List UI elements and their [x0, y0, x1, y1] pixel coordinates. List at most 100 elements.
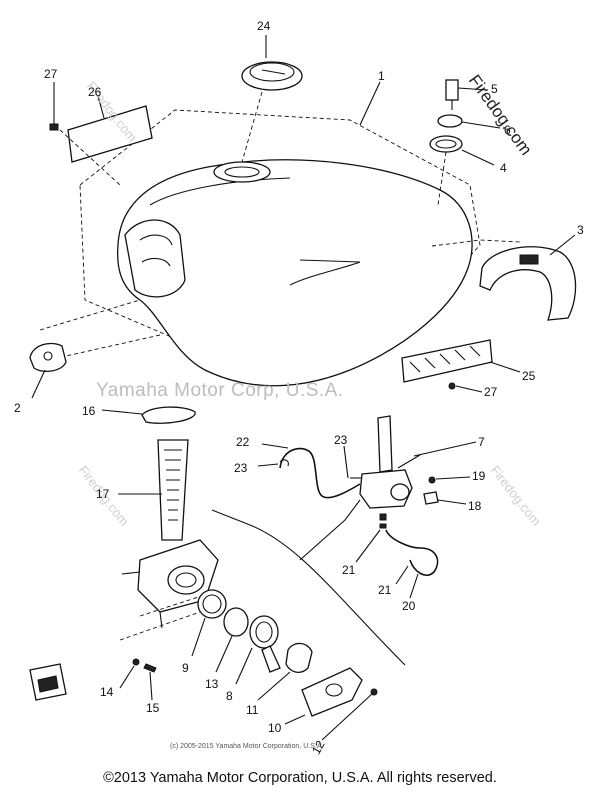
watermark-brand-side: Firedog.com	[465, 71, 536, 159]
leader-4	[461, 149, 495, 166]
gasket-part-11	[285, 642, 313, 674]
leader-3	[549, 234, 576, 256]
callout-17: 17	[96, 487, 110, 501]
callout-21a: 21	[342, 563, 356, 577]
callout-13: 13	[205, 677, 219, 691]
clip-part-21a	[379, 513, 387, 529]
plate-part-26	[67, 105, 153, 163]
leader-9	[191, 617, 206, 657]
screw-part-14	[132, 658, 140, 666]
callout-21b: 21	[378, 583, 392, 597]
hose-part-22	[279, 447, 361, 499]
gasket-part-16	[141, 406, 196, 424]
leader-22	[261, 443, 289, 449]
callout-12: 12	[309, 738, 328, 757]
assembly-outline	[79, 109, 481, 356]
guide-2	[39, 299, 141, 331]
copyright-main: ©2013 Yamaha Motor Corporation, U.S.A. A…	[103, 770, 497, 786]
callout-6: 6	[504, 123, 511, 137]
callout-15: 15	[146, 701, 160, 715]
fuel-tank	[116, 159, 473, 387]
emblem-part-25	[401, 339, 493, 383]
hose-part-20	[385, 529, 439, 576]
guide-cock-b	[119, 611, 201, 641]
callout-27b: 27	[484, 385, 498, 399]
callout-23b: 23	[334, 433, 348, 447]
callout-24: 24	[257, 19, 271, 33]
callout-3: 3	[577, 223, 584, 237]
callout-19: 19	[472, 469, 486, 483]
leader-21a	[355, 529, 381, 563]
seal-part-9	[197, 589, 227, 619]
callout-23a: 23	[234, 461, 248, 475]
callout-22: 22	[236, 435, 250, 449]
leader-10	[284, 714, 306, 725]
washer-part-6	[437, 114, 463, 128]
clip-part-23a	[279, 459, 289, 467]
grommet-part-4	[429, 135, 463, 153]
guide-24	[241, 91, 263, 163]
guide-3	[431, 239, 521, 247]
callout-11: 11	[246, 703, 259, 717]
callout-7: 7	[478, 435, 485, 449]
leader-19	[435, 476, 471, 480]
o-ring-part-13	[223, 607, 249, 637]
assembly-pointer	[299, 499, 361, 561]
watermark-brand-right: Firedog.com	[488, 463, 544, 529]
direction-tag-icon	[29, 663, 67, 701]
cap-part-24	[241, 61, 303, 91]
leader-25	[489, 361, 521, 373]
callout-25: 25	[522, 369, 536, 383]
damper-part-2	[29, 342, 67, 373]
callout-9: 9	[182, 661, 189, 675]
leader-26	[97, 95, 105, 119]
callout-18: 18	[468, 499, 482, 513]
plate-part-10	[301, 667, 363, 717]
strainer-part-17	[157, 439, 189, 541]
leader-27b	[455, 385, 483, 393]
leader-18	[437, 499, 467, 505]
fuel-cock-body	[121, 539, 219, 629]
leader-23b	[343, 445, 349, 479]
leader-1	[359, 81, 381, 126]
guide-2b	[65, 334, 161, 357]
leader-23a	[257, 463, 279, 467]
leader-6	[461, 121, 501, 129]
leader-15	[149, 671, 153, 701]
callout-10: 10	[268, 721, 282, 735]
callout-27a: 27	[44, 67, 58, 81]
screw-part-27b	[448, 382, 456, 390]
leader-21b	[395, 565, 409, 585]
leader-5	[457, 87, 489, 91]
leader-14	[119, 665, 135, 689]
guide-4	[437, 151, 447, 206]
screw-part-15	[143, 663, 157, 673]
callout-14: 14	[100, 685, 114, 699]
watermark-center: Yamaha Motor Corp, U.S.A.	[96, 380, 344, 401]
bracket-line	[211, 509, 406, 666]
bolt-part-5	[445, 79, 459, 110]
callout-4: 4	[500, 161, 507, 175]
bolt-part-27	[49, 82, 59, 131]
callout-8: 8	[226, 689, 233, 703]
leader-2	[31, 369, 46, 399]
leader-7	[413, 441, 477, 457]
callout-2: 2	[14, 401, 21, 415]
screw-part-12	[321, 688, 378, 741]
bracket-part-3	[479, 246, 577, 321]
leader-20	[409, 573, 419, 599]
copyright-small: (c) 2005-2015 Yamaha Motor Corporation, …	[170, 743, 324, 750]
leader-8	[235, 647, 253, 685]
screw-part-19	[428, 476, 436, 484]
fuel-cock-part-7	[359, 415, 421, 509]
leader-13	[215, 635, 233, 673]
callout-1: 1	[378, 69, 385, 83]
leader-11	[257, 671, 291, 701]
callout-20: 20	[402, 599, 416, 613]
leader-16	[101, 409, 143, 415]
screw-part-18	[423, 491, 439, 505]
callout-16: 16	[82, 404, 96, 418]
lever-part-8	[249, 615, 281, 673]
